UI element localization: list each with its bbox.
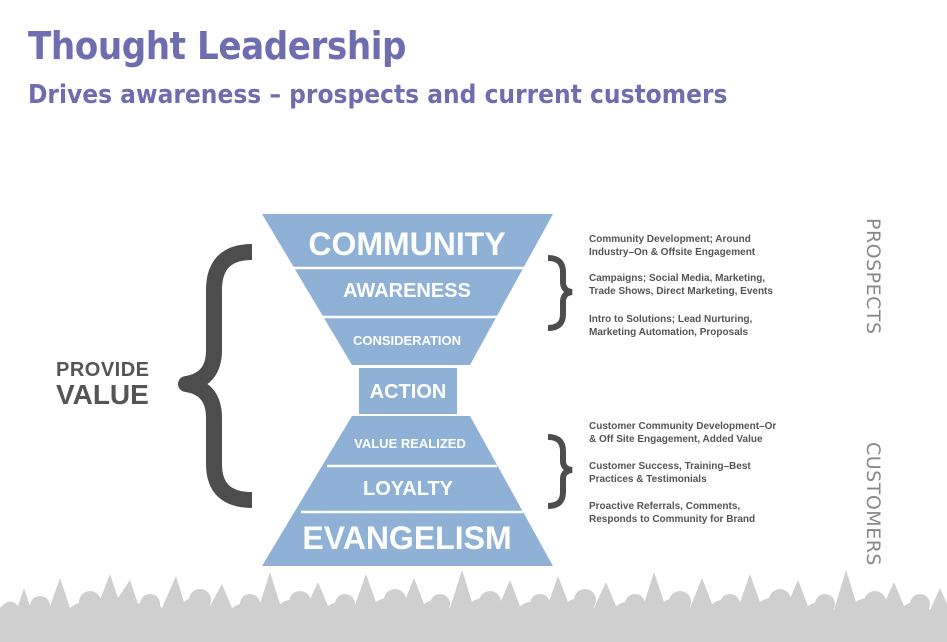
- customers-brace-icon: [547, 434, 573, 509]
- crowd-silhouette-icon: [0, 570, 947, 642]
- prospects-desc-1: Community Development; Around Industry–O…: [589, 234, 756, 258]
- left-brace-icon: [178, 244, 253, 508]
- stage-community: COMMUNITY: [308, 226, 506, 262]
- prospects-brace-icon: [547, 255, 573, 331]
- funnel-bottom-section: [262, 416, 553, 566]
- customers-desc-1: Customer Community Development–Or & Off …: [589, 421, 777, 445]
- prospects-desc-3: Intro to Solutions; Lead Nurturing, Mark…: [589, 314, 753, 338]
- page-subtitle: Drives awareness – prospects and current…: [28, 80, 728, 110]
- value-label: VALUE: [56, 379, 149, 410]
- stage-value-realized: VALUE REALIZED: [354, 436, 466, 451]
- provide-label: PROVIDE: [56, 359, 150, 381]
- customers-desc-2: Customer Success, Training–Best Practice…: [589, 461, 751, 485]
- prospects-desc-2: Campaigns; Social Media, Marketing, Trad…: [589, 273, 773, 297]
- stage-loyalty: LOYALTY: [362, 478, 454, 500]
- stage-evangelism: EVANGELISM: [302, 520, 512, 556]
- provide-value-label: PROVIDE VALUE: [56, 360, 150, 409]
- prospects-side-label: PROSPECTS: [862, 218, 884, 335]
- stage-awareness: AWARENESS: [343, 280, 471, 302]
- customers-desc-3: Proactive Referrals, Comments, Responds …: [589, 501, 756, 525]
- funnel-action-box: [359, 368, 457, 414]
- stage-consideration: CONSIDERATION: [352, 333, 462, 348]
- page-title: Thought Leadership: [28, 24, 407, 68]
- customers-side-label: CUSTOMERS: [862, 442, 884, 566]
- stage-action: ACTION: [369, 381, 447, 403]
- funnel-top-section: [262, 214, 553, 365]
